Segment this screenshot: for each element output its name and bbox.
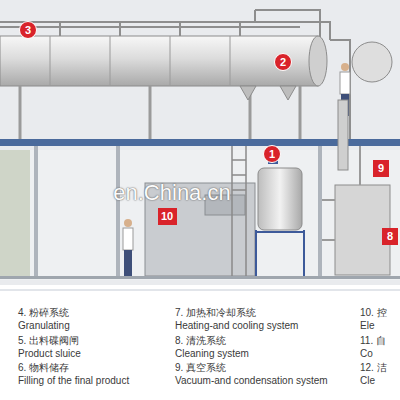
callout-square-shape: [158, 208, 177, 225]
callout-square-shape: [373, 160, 389, 177]
callout-number: 8: [387, 231, 393, 242]
support-columns: [34, 146, 322, 278]
callout-circle: 1: [263, 145, 281, 163]
reactor-tank: [258, 168, 302, 230]
legend-entry: 8. 清洗系统: [175, 335, 226, 347]
cleaning-unit: [335, 185, 390, 275]
filter-vessel: [352, 42, 392, 82]
stairs: [232, 146, 246, 276]
callout-number: 1: [269, 149, 275, 160]
tank-frame: [256, 230, 304, 276]
callout-number: 10: [161, 211, 173, 222]
legend-entry: Cleaning system: [175, 348, 249, 360]
callout-square: 9: [373, 160, 389, 177]
callout-circle: 2: [274, 53, 292, 71]
dryer-cylinder: [0, 36, 318, 86]
legend-entry: 10. 控: [360, 307, 387, 319]
callout-circle: 3: [19, 21, 37, 39]
legend-entry: Filling of the final product: [18, 375, 129, 387]
callout-circle-shape: [264, 146, 281, 163]
legend-entry: Product sluice: [18, 348, 81, 360]
legend-entry: 9. 真空系统: [175, 362, 226, 374]
legend-entry: 5. 出料碟阀闸: [18, 335, 79, 347]
legend-entry: 11. 自: [360, 335, 386, 347]
legend-entry: Heating-and cooling system: [175, 320, 298, 332]
legend-entry: 12. 洁: [360, 362, 387, 374]
legend-entry: 4. 粉碎系统: [18, 307, 69, 319]
legend-entry: Granulating: [18, 320, 70, 332]
callout-square: 8: [382, 228, 398, 245]
divider-line: [0, 290, 400, 291]
legend-entry: Vacuum-and condensation system: [175, 375, 328, 387]
top-pipes: [0, 10, 350, 140]
callout-number: 3: [25, 25, 31, 36]
right-pipes: [322, 146, 360, 240]
callout-square-shape: [382, 228, 398, 245]
cylinder-legs: [20, 86, 300, 140]
cylinder-rings: [50, 36, 230, 86]
legend-entry: 6. 物料储存: [18, 362, 69, 374]
callout-square: 10: [158, 208, 177, 225]
plant-ground: [0, 0, 400, 285]
worker-figure: [123, 219, 133, 276]
watermark: en.China.cn: [113, 180, 230, 206]
discharge-cones: [240, 86, 296, 100]
callout-number: 9: [378, 163, 384, 174]
legend-entry: Co: [360, 348, 373, 360]
cylinder-end-cap: [309, 36, 327, 86]
wall-panel: [0, 150, 30, 278]
legend-entry: 7. 加热和冷却系统: [175, 307, 256, 319]
legend-entry: Ele: [360, 320, 374, 332]
callout-number: 2: [280, 57, 286, 68]
callout-circle-shape: [275, 54, 292, 71]
callout-circle-shape: [20, 22, 37, 39]
vertical-duct: [338, 100, 348, 170]
lower-floor: [0, 276, 400, 279]
legend-entry: Cle: [360, 375, 375, 387]
